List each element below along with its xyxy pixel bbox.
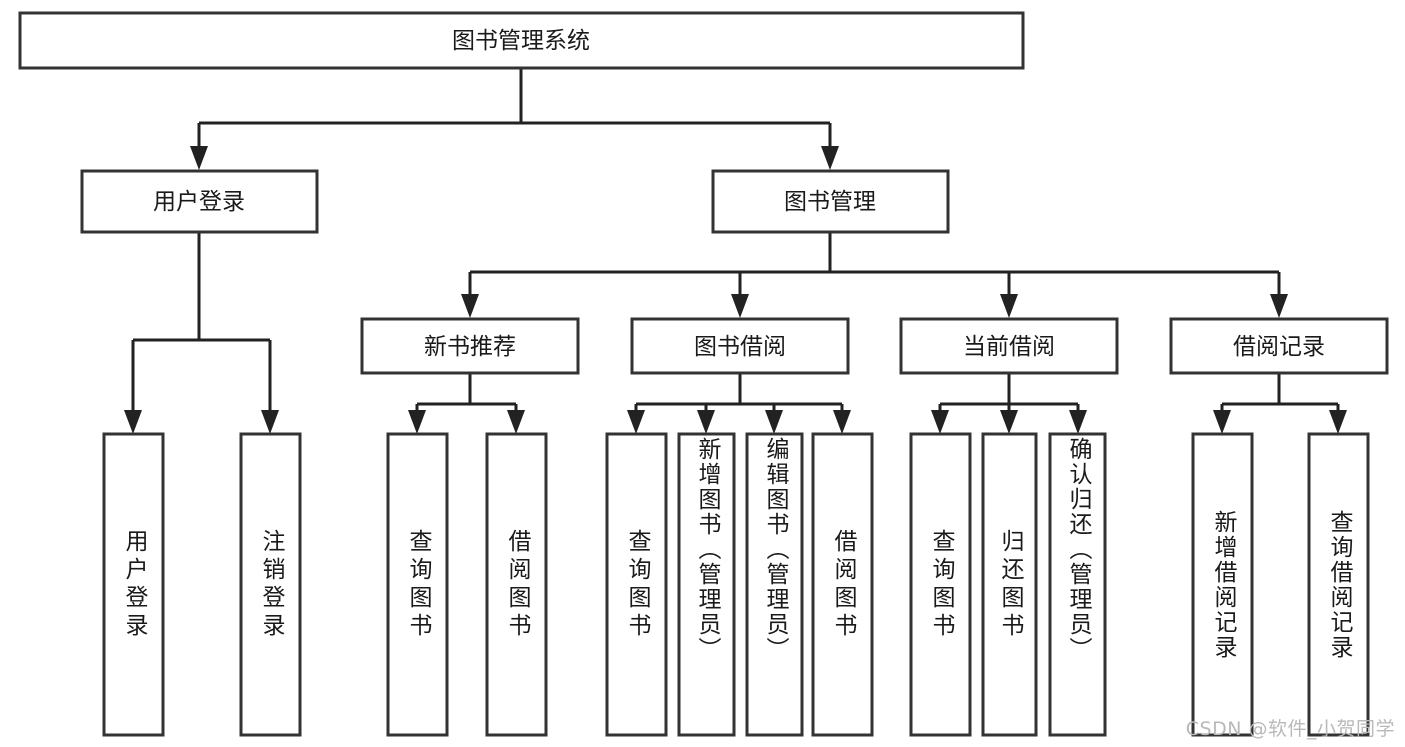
connector-user-login-to-leaves xyxy=(124,232,279,434)
leaf-box-current-borrow-2[interactable] xyxy=(981,432,1038,737)
connector-new-book-to-leaves xyxy=(408,373,525,434)
node-book-borrow[interactable]: 图书借阅 xyxy=(630,317,850,375)
node-root-label: 图书管理系统 xyxy=(452,28,590,54)
node-borrow-record-label: 借阅记录 xyxy=(1233,334,1325,360)
node-new-book-recommend-label: 新书推荐 xyxy=(424,334,516,360)
connector-current-borrow-to-leaves xyxy=(931,373,1087,434)
csdn-watermark: CSDN @软件_小贺同学 xyxy=(1185,718,1395,740)
connector-borrow-record-to-leaves xyxy=(1213,373,1347,434)
connector-book-borrow-to-leaves xyxy=(627,373,851,434)
node-book-borrow-label: 图书借阅 xyxy=(694,334,786,360)
leaf-box-book-borrow-1[interactable] xyxy=(605,432,668,737)
connector-root-to-level2 xyxy=(190,68,839,170)
leaf-box-current-borrow-1[interactable] xyxy=(909,432,972,737)
leaf-box-borrow-record-2[interactable] xyxy=(1307,432,1370,737)
node-root-system[interactable]: 图书管理系统 xyxy=(18,11,1025,70)
node-book-management[interactable]: 图书管理 xyxy=(711,169,950,234)
node-borrow-record[interactable]: 借阅记录 xyxy=(1169,317,1389,375)
node-new-book-recommend[interactable]: 新书推荐 xyxy=(360,317,580,375)
node-current-borrow-label: 当前借阅 xyxy=(963,334,1055,360)
leaf-box-new-book-2[interactable] xyxy=(485,432,548,737)
leaf-box-borrow-record-1[interactable] xyxy=(1191,432,1254,737)
leaf-box-current-borrow-3[interactable] xyxy=(1048,432,1107,737)
node-book-management-label: 图书管理 xyxy=(784,189,876,215)
node-current-borrow[interactable]: 当前借阅 xyxy=(899,317,1119,375)
node-user-login[interactable]: 用户登录 xyxy=(80,169,319,234)
leaf-box-new-book-1[interactable] xyxy=(386,432,449,737)
leaf-box-user-login-2[interactable] xyxy=(239,432,302,737)
leaf-box-book-borrow-2[interactable] xyxy=(677,432,736,737)
leaf-box-user-login-1[interactable] xyxy=(102,432,165,737)
connector-book-mgmt-to-level3 xyxy=(461,232,1288,318)
leaf-box-book-borrow-3[interactable] xyxy=(745,432,804,737)
node-user-login-label: 用户登录 xyxy=(153,189,245,215)
leaf-box-book-borrow-4[interactable] xyxy=(811,432,874,737)
